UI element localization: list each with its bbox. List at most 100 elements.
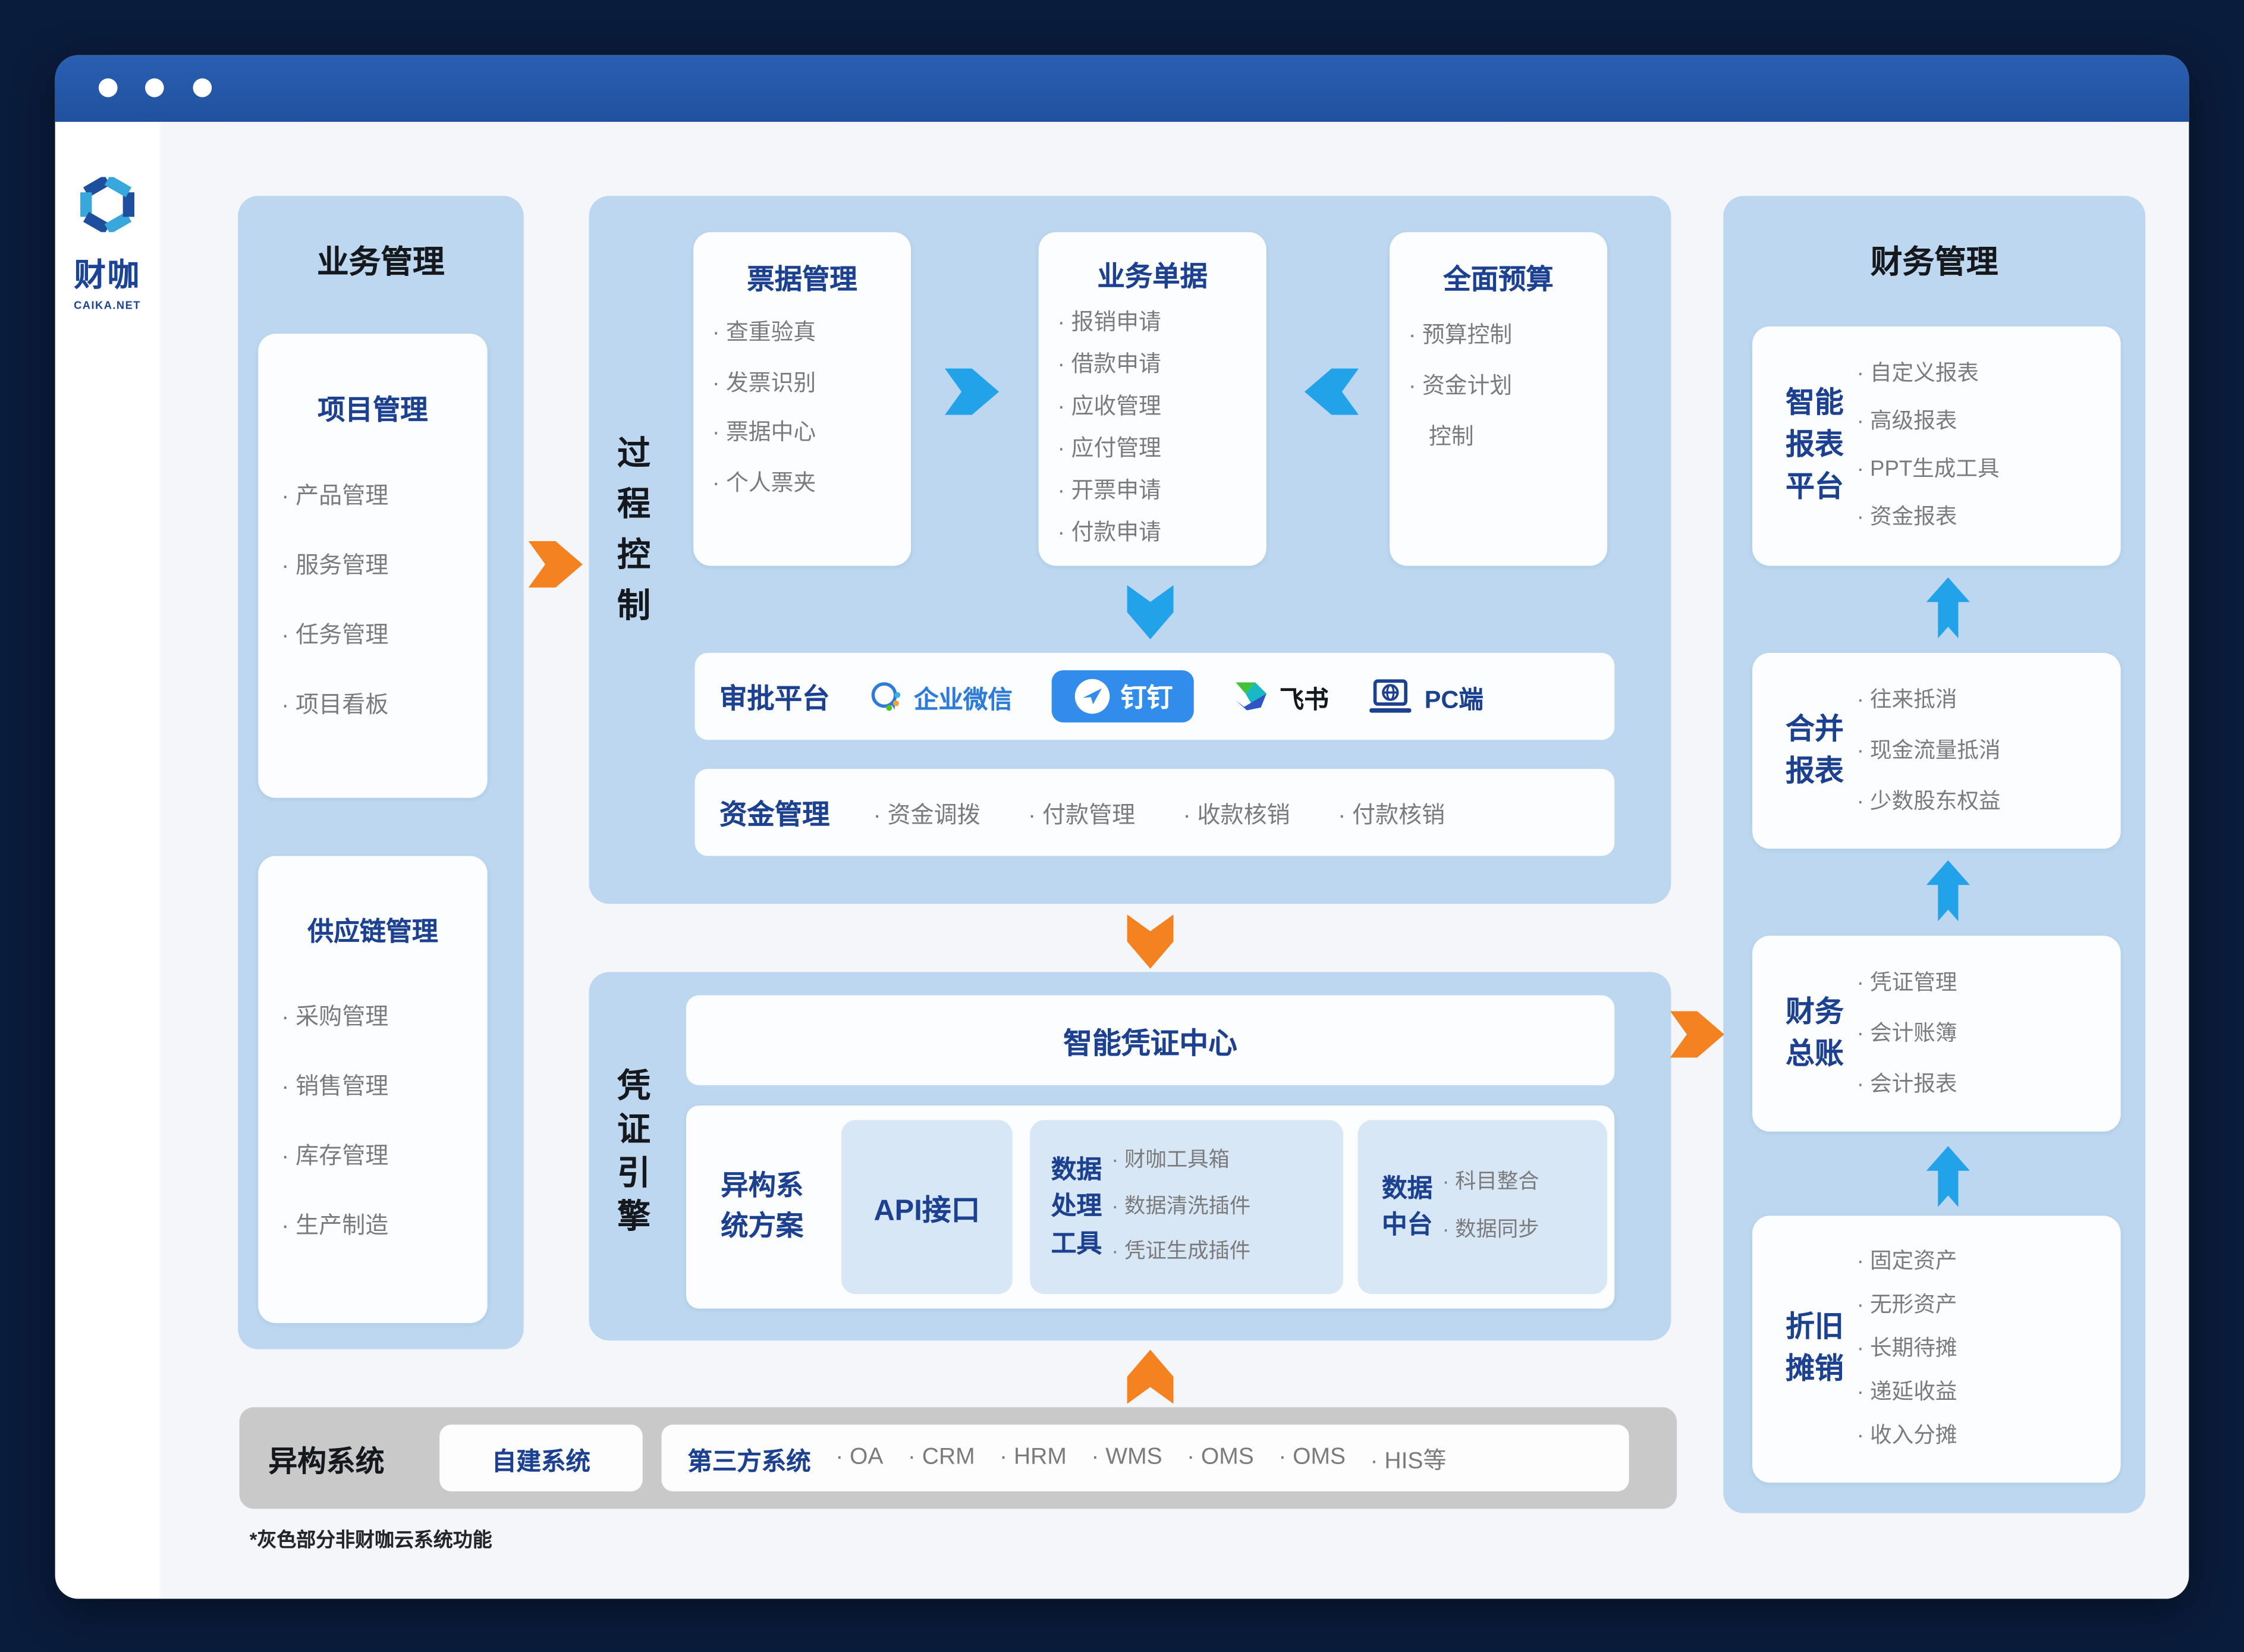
approval-platform-label: 审批平台 bbox=[719, 684, 830, 715]
smart-report-box: 智能报表平台 · 自定义报表 · 高级报表 · PPT生成工具 · 资金报表 bbox=[1752, 326, 2121, 566]
channel-pc: PC端 bbox=[1368, 679, 1484, 715]
channel-dingtalk: 钉钉 bbox=[1051, 670, 1194, 723]
data-platform-box: 数据中台 · 科目整合 · 数据同步 bbox=[1357, 1120, 1608, 1295]
consolidated-report-label: 合并报表 bbox=[1786, 713, 1844, 787]
business-documents-box: 业务单据 · 报销申请 · 借款申请 · 应收管理 · 应付管理 · 开票申请 … bbox=[1038, 232, 1266, 566]
supply-chain-title: 供应链管理 bbox=[307, 916, 438, 946]
arrow-right-icon bbox=[1668, 1011, 1727, 1058]
dingtalk-icon bbox=[1074, 679, 1110, 714]
financial-management-container: 财务管理 智能报表平台 · 自定义报表 · 高级报表 · PPT生成工具 · 资… bbox=[1723, 196, 2146, 1513]
list-item: · 应收管理 bbox=[1057, 394, 1161, 420]
list-item: · 开票申请 bbox=[1057, 479, 1161, 504]
bill-management-box: 票据管理 · 查重验真 · 发票识别 · 票据中心 · 个人票夹 bbox=[693, 232, 912, 566]
depreciation-label: 折旧摊销 bbox=[1786, 1311, 1844, 1386]
list-item: · 采购管理 bbox=[281, 1005, 389, 1031]
arrow-up-icon bbox=[1926, 860, 1970, 922]
list-item: 控制 bbox=[1429, 425, 1474, 450]
footnote: *灰色部分非财咖云系统功能 bbox=[249, 1529, 492, 1551]
process-control-container: 过程控制 票据管理 · 查重验真 · 发票识别 · 票据中心 · 个人票夹 业务… bbox=[589, 196, 1671, 904]
channel-wecom: 企业微信 bbox=[869, 679, 1013, 715]
pc-label: PC端 bbox=[1424, 685, 1484, 714]
data-tools-label: 数据处理工具 bbox=[1051, 1154, 1102, 1258]
bill-management-title: 票据管理 bbox=[747, 265, 857, 296]
smart-voucher-center-bar: 智能凭证中心 bbox=[686, 995, 1615, 1085]
list-item: · 库存管理 bbox=[281, 1144, 389, 1170]
list-item: · 预算控制 bbox=[1408, 324, 1513, 348]
self-built-pill: 自建系统 bbox=[439, 1424, 643, 1491]
list-item: · 资金计划 bbox=[1408, 374, 1513, 399]
financial-management-title: 财务管理 bbox=[1870, 243, 1998, 280]
list-item: · 凭证管理 bbox=[1856, 969, 1957, 995]
list-item: · OMS bbox=[1278, 1444, 1346, 1470]
list-item: · 应付管理 bbox=[1057, 436, 1161, 461]
arrow-up-icon bbox=[1926, 577, 1970, 639]
window-dot-1[interactable] bbox=[98, 78, 118, 98]
fund-management-bar: 资金管理 · 资金调拨 · 付款管理 · 收款核销 · 付款核销 bbox=[694, 768, 1615, 856]
consolidated-report-box: 合并报表 · 往来抵消 · 现金流量抵消 · 少数股东权益 bbox=[1752, 652, 2121, 849]
list-item: · 会计报表 bbox=[1856, 1071, 1957, 1097]
arrow-up-icon bbox=[1127, 1348, 1174, 1406]
general-ledger-box: 财务总账 · 凭证管理 · 会计账簿 · 会计报表 bbox=[1752, 935, 2121, 1132]
list-item: · 长期待摊 bbox=[1856, 1336, 1957, 1361]
list-item: · 数据清洗插件 bbox=[1111, 1195, 1251, 1218]
voucher-engine-label: 凭证引擎 bbox=[612, 1067, 650, 1242]
list-item: · 凭证生成插件 bbox=[1111, 1240, 1251, 1264]
project-management-box: 项目管理 · 产品管理 · 服务管理 · 任务管理 · 项目看板 bbox=[258, 334, 488, 798]
arrow-down-icon bbox=[1127, 913, 1174, 971]
list-item: · HRM bbox=[1000, 1444, 1067, 1470]
api-label: API接口 bbox=[873, 1195, 980, 1227]
list-item: · OMS bbox=[1187, 1444, 1254, 1470]
api-box: API接口 bbox=[841, 1120, 1013, 1295]
list-item: · 递延收益 bbox=[1856, 1380, 1957, 1405]
feishu-label: 飞书 bbox=[1279, 685, 1329, 714]
list-item: · HIS等 bbox=[1370, 1449, 1447, 1474]
caika-logo: 财咖 CAIKA.NET bbox=[55, 175, 160, 312]
business-documents-title: 业务单据 bbox=[1097, 262, 1208, 293]
arrow-left-icon bbox=[1303, 368, 1361, 415]
sidebar: 财咖 CAIKA.NET bbox=[55, 121, 160, 1599]
channel-feishu: 飞书 bbox=[1233, 679, 1329, 715]
wecom-label: 企业微信 bbox=[913, 685, 1013, 714]
window-dot-3[interactable] bbox=[193, 78, 212, 98]
third-party-label: 第三方系统 bbox=[687, 1447, 811, 1475]
third-party-pill: 第三方系统 · OA · CRM · HRM · WMS · OMS · OMS… bbox=[661, 1424, 1629, 1491]
smart-report-label: 智能报表平台 bbox=[1786, 387, 1844, 504]
pc-icon bbox=[1369, 679, 1412, 712]
list-item: · 报销申请 bbox=[1057, 310, 1161, 335]
approval-platform-bar: 审批平台 企业微信 bbox=[694, 652, 1615, 740]
hetero-solution-box: 异构系统方案 API接口 数据处理工具 · 财咖工具箱 · 数据清洗插件 · 凭… bbox=[686, 1105, 1615, 1309]
list-item: · 产品管理 bbox=[281, 484, 389, 510]
depreciation-box: 折旧摊销 · 固定资产 · 无形资产 · 长期待摊 · 递延收益 · 收入分摊 bbox=[1752, 1216, 2121, 1483]
feishu-icon bbox=[1236, 682, 1266, 711]
list-item: · 生产制造 bbox=[281, 1214, 389, 1239]
list-item: · 任务管理 bbox=[281, 624, 389, 649]
app-window: 财咖 CAIKA.NET 业务管理 项目管理 · 产品管理 · 服务管理 · 任… bbox=[55, 55, 2189, 1599]
brand-name: 财咖 bbox=[74, 256, 141, 293]
wecom-icon bbox=[871, 681, 901, 711]
list-item: · 往来抵消 bbox=[1856, 687, 1957, 712]
list-item: · 数据同步 bbox=[1442, 1218, 1539, 1242]
voucher-engine-container: 凭证引擎 智能凭证中心 异构系统方案 API接口 数据处理工具 · 财咖工具箱 … bbox=[589, 972, 1671, 1341]
list-item: · PPT生成工具 bbox=[1856, 457, 2000, 482]
list-item: · 查重验真 bbox=[712, 321, 816, 346]
smart-voucher-center-title: 智能凭证中心 bbox=[1063, 1028, 1237, 1060]
list-item: · 会计账簿 bbox=[1856, 1020, 1957, 1045]
process-control-label: 过程控制 bbox=[612, 435, 650, 639]
arrow-down-icon bbox=[1127, 583, 1174, 642]
arrow-right-icon bbox=[943, 368, 1001, 415]
general-ledger-label: 财务总账 bbox=[1786, 995, 1844, 1070]
list-item: · 个人票夹 bbox=[712, 470, 816, 496]
list-item: · 财咖工具箱 bbox=[1111, 1149, 1230, 1173]
list-item: · 无形资产 bbox=[1856, 1292, 1957, 1318]
arrow-right-icon bbox=[527, 541, 585, 588]
list-item: · 借款申请 bbox=[1057, 352, 1161, 378]
window-titlebar bbox=[55, 55, 2189, 122]
list-item: · 自定义报表 bbox=[1856, 361, 1979, 386]
window-dot-2[interactable] bbox=[144, 78, 164, 98]
list-item: · 销售管理 bbox=[281, 1075, 389, 1100]
dingtalk-label: 钉钉 bbox=[1120, 683, 1173, 712]
list-item: · 付款核销 bbox=[1338, 803, 1445, 829]
self-built-label: 自建系统 bbox=[492, 1447, 590, 1475]
data-tools-box: 数据处理工具 · 财咖工具箱 · 数据清洗插件 · 凭证生成插件 bbox=[1030, 1120, 1344, 1295]
